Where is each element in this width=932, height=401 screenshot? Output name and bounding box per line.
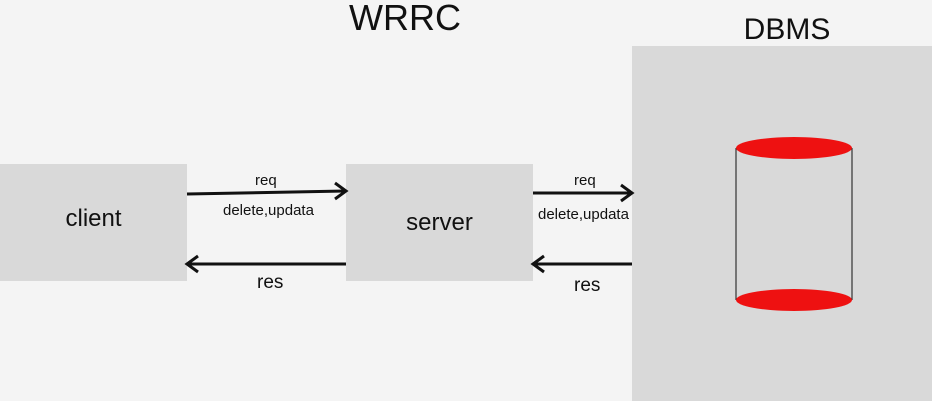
server-response-label: res	[574, 275, 601, 296]
server-box: server	[346, 164, 533, 281]
client-request-methods-label: delete,updata	[223, 202, 314, 219]
client-to-server-arrow	[186, 181, 349, 201]
client-box: client	[0, 164, 187, 281]
database-bottom-cap	[736, 289, 852, 311]
dbms-panel	[632, 46, 932, 401]
server-request-methods-label: delete,updata	[538, 206, 629, 223]
database-top-cap	[736, 137, 852, 159]
dbms-to-server-arrow	[530, 254, 632, 274]
diagram-title: WRRC	[349, 0, 461, 38]
server-to-dbms-arrow	[533, 183, 635, 203]
client-request-label: req	[255, 172, 277, 189]
server-to-client-arrow	[184, 254, 346, 274]
client-label: client	[65, 204, 122, 232]
server-request-label: req	[574, 172, 596, 189]
server-label: server	[406, 208, 473, 236]
client-response-label: res	[257, 272, 284, 293]
database-cylinder-icon	[735, 137, 853, 311]
dbms-label: DBMS	[743, 13, 831, 46]
